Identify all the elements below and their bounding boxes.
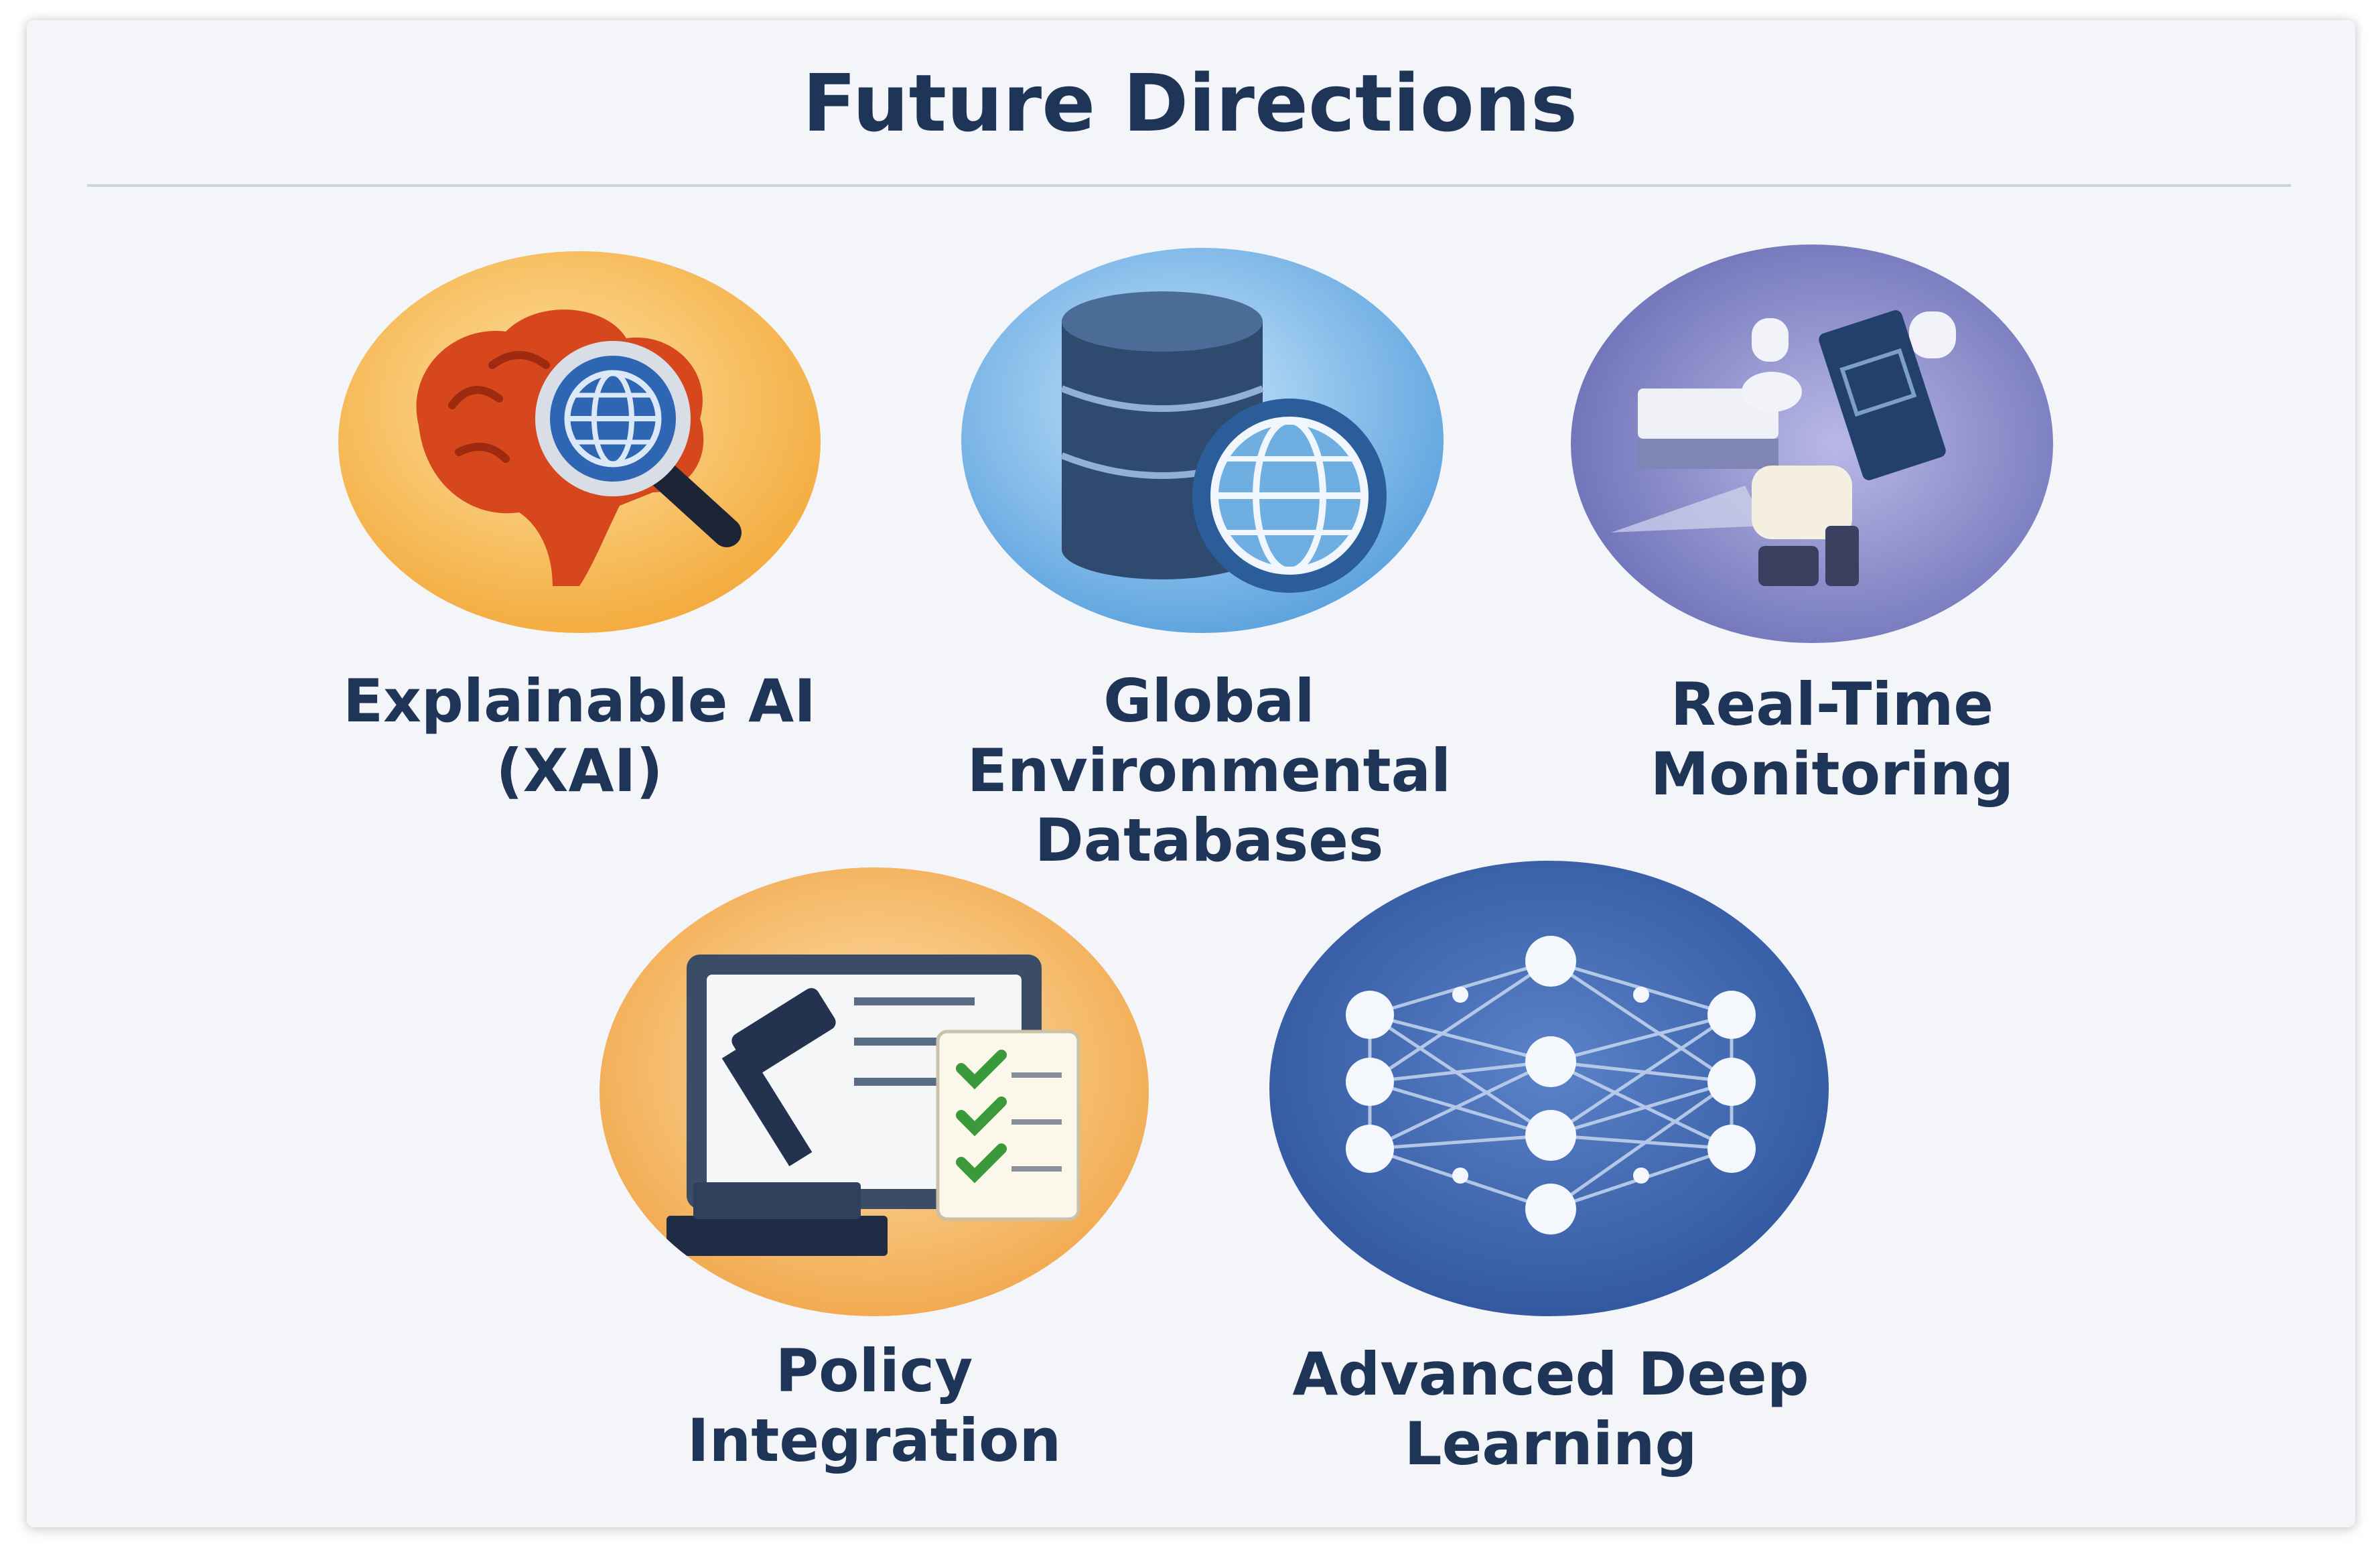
neural-network-icon [1269,861,1829,1316]
page-title: Future Directions [802,57,1578,149]
gavel-checklist-icon [600,867,1149,1316]
database-globe-icon [961,248,1444,633]
item-label-policy-integration: Policy Integration [687,1336,1062,1475]
sensors-satellite-icon [1571,244,2053,643]
brain-magnifier-icon [338,251,821,633]
item-label-advanced-deep-learning: Advanced Deep Learning [1292,1340,1809,1478]
item-label-explainable-ai: Explainable AI (XAI) [343,666,816,805]
title-divider [87,184,2291,187]
item-label-global-databases: Global Environmental Databases [967,666,1452,875]
item-label-real-time-monitoring: Real-Time Monitoring [1650,670,2014,808]
